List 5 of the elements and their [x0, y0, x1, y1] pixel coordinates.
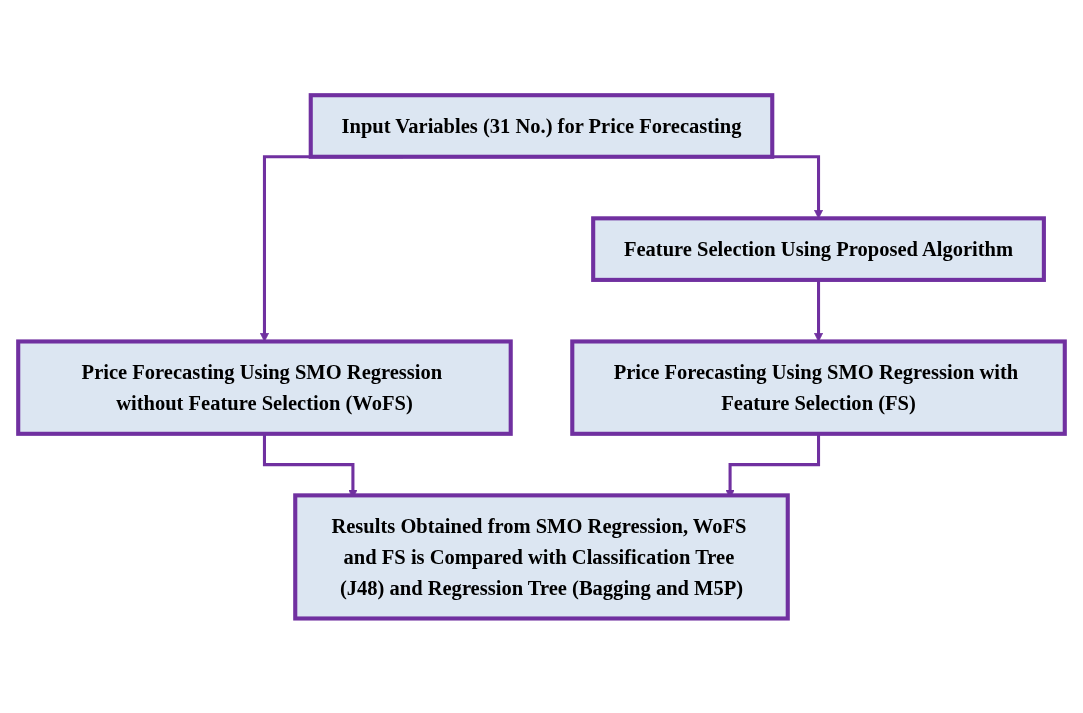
node-box: Feature Selection Using Proposed Algorithm [591, 215, 1046, 282]
node-box: Results Obtained from SMO Regression, WoFS and FS is Compared with Classification Tree (J48) and Regression Tree (Bagging and M5P) [293, 492, 790, 621]
node-box: Price Forecasting Using SMO Regression with Feature Selection (FS) [570, 339, 1067, 436]
node-box: Price Forecasting Using SMO Regression without Feature Selection (WoFS) [16, 339, 513, 436]
node-box: Input Variables (31 No.) for Price Forecasting [308, 92, 775, 159]
